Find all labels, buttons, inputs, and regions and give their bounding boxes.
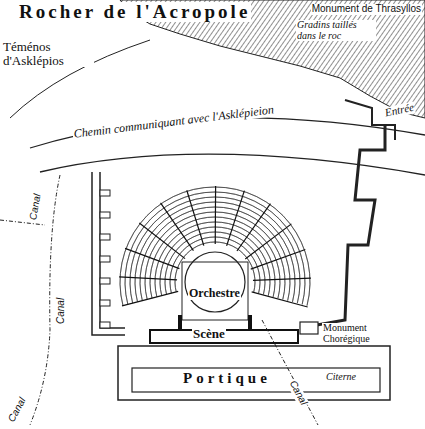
aisle bbox=[215, 186, 217, 244]
canal-label: Canal bbox=[6, 395, 28, 425]
seating-cavea bbox=[119, 186, 311, 307]
buttress bbox=[100, 278, 110, 284]
canal-label: Canal bbox=[28, 192, 43, 222]
stage-label: Scène bbox=[192, 327, 226, 341]
portico-inner bbox=[132, 368, 380, 392]
portico-label: Portique bbox=[182, 371, 272, 387]
buttress bbox=[100, 190, 110, 196]
path-label: Chemin communiquant avec l'Asklépieion bbox=[72, 103, 276, 140]
orchestra-label: Orchestre bbox=[188, 287, 241, 300]
monument-label: Monument de Thrasyllos bbox=[311, 4, 422, 15]
wall-buttresses bbox=[100, 190, 110, 328]
rock-label: Rocher de l'Acropole bbox=[18, 2, 251, 22]
aisle bbox=[253, 278, 311, 280]
orchestra-bounds bbox=[182, 262, 248, 320]
portico-outer bbox=[118, 346, 390, 400]
east-wall bbox=[300, 125, 385, 328]
buttress bbox=[100, 300, 110, 306]
buttress bbox=[100, 256, 110, 262]
aisle bbox=[161, 203, 194, 251]
rock-cut-seats-label: Gradins taillés dans le roc bbox=[296, 20, 376, 41]
orchestra-circle bbox=[185, 252, 245, 312]
aisle bbox=[125, 248, 179, 268]
buttress bbox=[100, 322, 110, 328]
canal-label: Canal bbox=[287, 378, 309, 408]
choregic-monument bbox=[300, 322, 318, 334]
aisle bbox=[187, 190, 204, 245]
aisle bbox=[227, 191, 245, 246]
canal-label: Canal bbox=[56, 297, 67, 325]
cistern-label: Citerne bbox=[325, 372, 357, 383]
seat-row bbox=[175, 242, 255, 292]
seat-row bbox=[120, 187, 310, 306]
monument-label: Monument Chorégique bbox=[322, 323, 394, 344]
aisle bbox=[245, 224, 291, 259]
seat-row bbox=[170, 237, 260, 293]
aisle bbox=[252, 292, 308, 307]
temenos-label: Téménos d'Asklépios bbox=[2, 40, 94, 67]
aisle bbox=[122, 291, 178, 305]
west-wall bbox=[92, 172, 125, 335]
buttress bbox=[100, 234, 110, 240]
aisle bbox=[251, 249, 306, 269]
path-edge bbox=[40, 154, 425, 175]
aisle bbox=[119, 277, 177, 280]
buttress bbox=[100, 212, 110, 218]
